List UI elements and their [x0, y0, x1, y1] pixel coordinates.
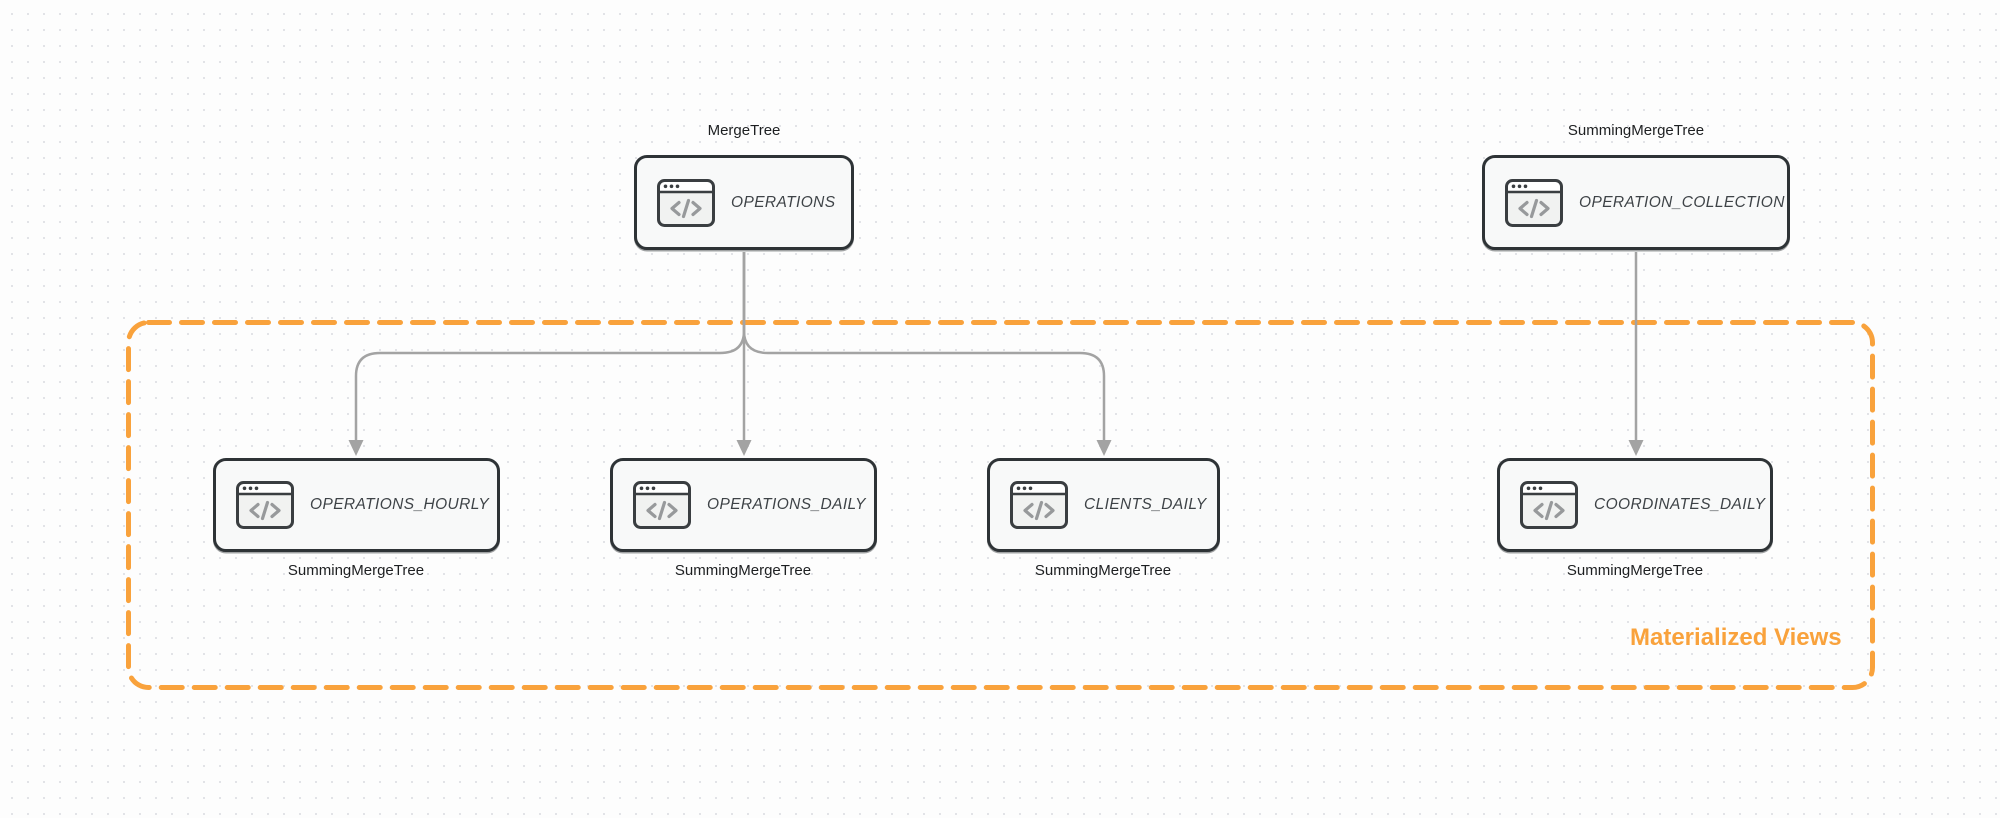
node-coordinates-daily[interactable]: COORDINATES_DAILY	[1497, 458, 1773, 552]
node-operations[interactable]: OPERATIONS	[634, 155, 854, 250]
node-title: COORDINATES_DAILY	[1594, 496, 1766, 513]
node-title: OPERATIONS_DAILY	[707, 496, 866, 513]
materialized-views-group-frame	[126, 320, 1875, 690]
arrowhead-operations-hourly	[348, 440, 364, 456]
edge-operations-to-operations-hourly	[354, 252, 746, 440]
arrowhead-clients-daily	[1096, 440, 1112, 456]
engine-label-coordinates-daily: SummingMergeTree	[1566, 562, 1704, 579]
engine-label-operation-collection: SummingMergeTree	[1567, 122, 1705, 139]
node-title: OPERATION_COLLECTION	[1579, 193, 1785, 211]
materialized-views-group-label: Materialized Views	[1630, 624, 1842, 651]
edge-operations-to-clients-daily	[742, 252, 1106, 440]
code-window-icon	[236, 481, 294, 529]
engine-label-clients-daily: SummingMergeTree	[1034, 562, 1172, 579]
code-window-icon	[657, 178, 715, 227]
arrowhead-coordinates-daily	[1628, 440, 1644, 456]
engine-label-operations: MergeTree	[707, 122, 781, 139]
arrowhead-operations-daily	[736, 440, 752, 456]
engine-label-operations-daily: SummingMergeTree	[674, 562, 812, 579]
node-operations-hourly[interactable]: OPERATIONS_HOURLY	[213, 458, 500, 552]
code-window-icon	[1520, 481, 1578, 529]
node-operations-daily[interactable]: OPERATIONS_DAILY	[610, 458, 877, 552]
code-window-icon	[1505, 178, 1563, 227]
node-operation-collection[interactable]: OPERATION_COLLECTION	[1482, 155, 1790, 250]
code-window-icon	[1010, 481, 1068, 529]
node-title: OPERATIONS	[731, 193, 836, 211]
node-title: CLIENTS_DAILY	[1084, 496, 1207, 513]
node-clients-daily[interactable]: CLIENTS_DAILY	[987, 458, 1220, 552]
engine-label-operations-hourly: SummingMergeTree	[287, 562, 425, 579]
node-title: OPERATIONS_HOURLY	[310, 496, 490, 513]
code-window-icon	[633, 481, 691, 529]
